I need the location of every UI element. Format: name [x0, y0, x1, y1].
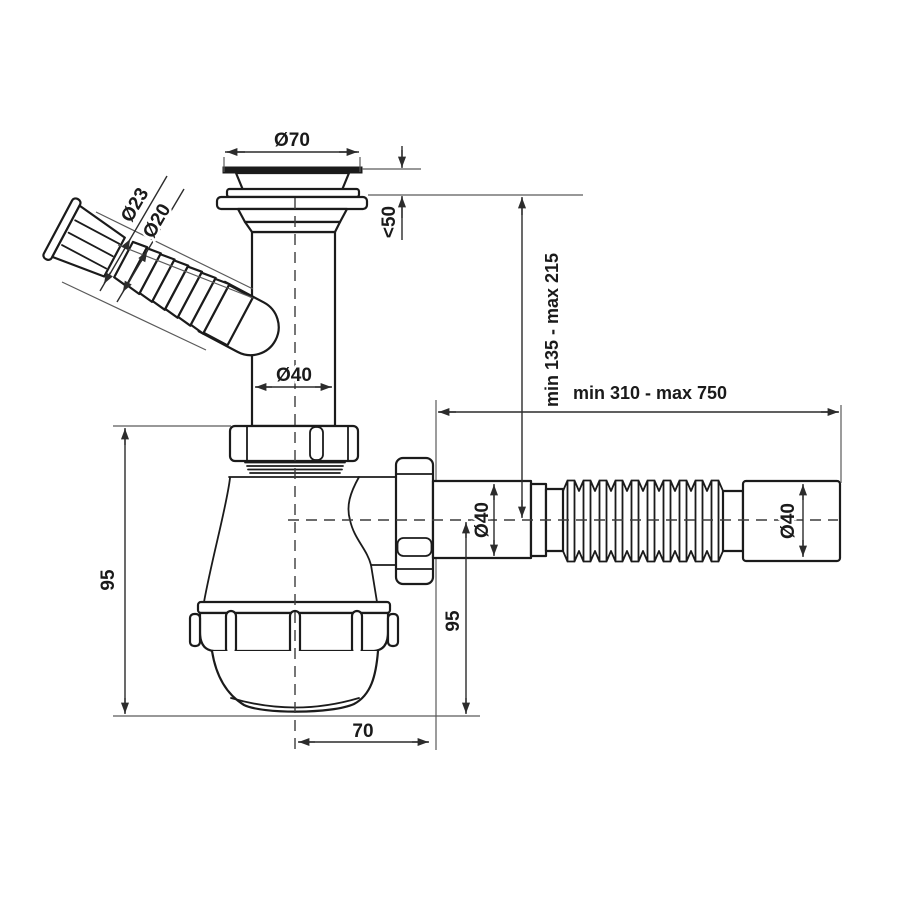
body-left-wall: [203, 477, 231, 603]
sink-strainer-flange: [215, 166, 369, 234]
union-nut-facet: [309, 426, 324, 461]
outlet-assembly: [394, 456, 842, 586]
dim-length-range-label: min 310 - max 750: [573, 383, 727, 403]
dim-riser-diameter-label: Ø40: [276, 365, 312, 386]
arrow: [122, 280, 132, 292]
strainer-taper-lower: [243, 220, 342, 234]
cup-nut-tab: [350, 609, 364, 656]
outlet-nut-chamfers: [396, 473, 433, 570]
dim-height-range-label: min 135 - max 215: [542, 253, 562, 407]
thread-lines: [244, 461, 346, 474]
dim-body-height-label: 95: [98, 569, 119, 591]
inlet-cap-ribs: [61, 219, 121, 270]
cup-nut-grip-right: [386, 612, 400, 648]
dim-outlet-drop-label: 95: [443, 610, 464, 632]
union-nut: [228, 424, 360, 474]
dimension-lines: [61, 146, 842, 747]
arrow: [121, 239, 131, 251]
corrugated-hose: [562, 479, 724, 563]
union-nut-facet-lines: [246, 426, 349, 461]
centerlines: [288, 198, 838, 753]
dim-line-inlet-cap-diameter: [99, 175, 168, 292]
trap-cup: [210, 649, 380, 713]
strainer-ring: [225, 187, 361, 199]
strainer-washer: [215, 195, 369, 211]
strainer-basket: [234, 171, 351, 192]
dim-mount-thickness-label: <50: [379, 206, 400, 238]
union-nut-body: [228, 424, 360, 463]
dim-outlet-pipe-diameter-label: Ø40: [472, 502, 493, 538]
dim-outlet-offset-label: 70: [352, 721, 373, 742]
extension-lines-flange: [223, 157, 361, 172]
hose-end-fitting: [741, 479, 842, 563]
dim-end-diameter-label: Ø40: [778, 503, 799, 539]
cup-nut-grip-left: [188, 612, 202, 648]
arrow: [138, 250, 148, 263]
arrow: [103, 272, 113, 284]
inlet-barb-rib: [189, 277, 231, 335]
dimension-labels: Ø70 <50 Ø23 Ø20 Ø40 min 135 - max 215 mi…: [96, 128, 802, 745]
outlet-nut-facet: [396, 537, 433, 557]
hose-neck-right: [721, 489, 745, 553]
trap-body: [188, 476, 400, 713]
dim-flange-diameter-label: Ø70: [274, 130, 310, 151]
body-lower-right-wall: [370, 564, 378, 603]
outlet-nut: [394, 456, 435, 586]
body-outlet-curve: [347, 476, 372, 566]
cup-nut-tab: [224, 609, 238, 656]
strainer-taper-upper: [236, 207, 349, 224]
